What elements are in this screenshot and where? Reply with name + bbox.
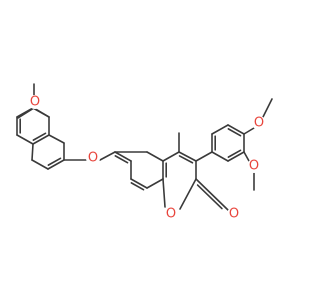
atom-o-methoxy-para: O bbox=[252, 116, 266, 131]
atom-label: O bbox=[166, 207, 176, 222]
bond-double-line bbox=[227, 149, 242, 158]
bond bbox=[32, 107, 50, 118]
atom-label: O bbox=[254, 116, 264, 131]
bond bbox=[195, 151, 213, 162]
bond bbox=[211, 151, 229, 162]
bond bbox=[114, 151, 132, 162]
bond-double-line bbox=[227, 128, 242, 137]
bond bbox=[16, 107, 34, 118]
bond-double-line bbox=[32, 132, 47, 141]
bond bbox=[227, 151, 245, 162]
bond bbox=[130, 178, 148, 189]
atom-label: O bbox=[30, 95, 40, 110]
bond bbox=[47, 159, 65, 170]
bond bbox=[262, 98, 273, 118]
atom-o-carbonyl: O bbox=[227, 207, 241, 222]
atom-label: O bbox=[229, 207, 239, 222]
bond bbox=[211, 124, 229, 135]
bond bbox=[31, 143, 34, 161]
atom-o-benzyl-ether: O bbox=[86, 151, 100, 166]
molecule-diagram: O O O O O O bbox=[16, 83, 273, 222]
bond bbox=[195, 178, 229, 211]
bond bbox=[178, 151, 197, 162]
bond bbox=[99, 151, 116, 161]
atom-label: O bbox=[88, 151, 98, 166]
bond bbox=[16, 134, 34, 145]
bond bbox=[32, 134, 50, 145]
atom-o-ring: O bbox=[164, 207, 178, 222]
bond-double-line bbox=[178, 155, 194, 164]
bond bbox=[243, 127, 255, 135]
bond bbox=[243, 151, 250, 162]
atom-label: O bbox=[249, 159, 259, 174]
bond-double-line bbox=[114, 155, 129, 164]
bond bbox=[227, 124, 245, 135]
atom-layer: O O O O O O bbox=[28, 95, 266, 222]
molecule-svg: O O O O O O bbox=[16, 83, 273, 222]
bond bbox=[48, 134, 65, 144]
bond-layer bbox=[16, 83, 273, 211]
bond bbox=[162, 178, 166, 208]
atom-o-methoxy-meta: O bbox=[247, 159, 261, 174]
bond-double-line bbox=[196, 184, 223, 210]
bond bbox=[162, 151, 180, 162]
bond-double-line bbox=[47, 157, 62, 166]
bond bbox=[179, 178, 197, 210]
bond bbox=[146, 151, 164, 162]
bond-double-line bbox=[130, 182, 145, 191]
atom-o-methoxy-top-left: O bbox=[28, 95, 42, 110]
bond bbox=[31, 159, 49, 170]
bond bbox=[146, 178, 164, 189]
